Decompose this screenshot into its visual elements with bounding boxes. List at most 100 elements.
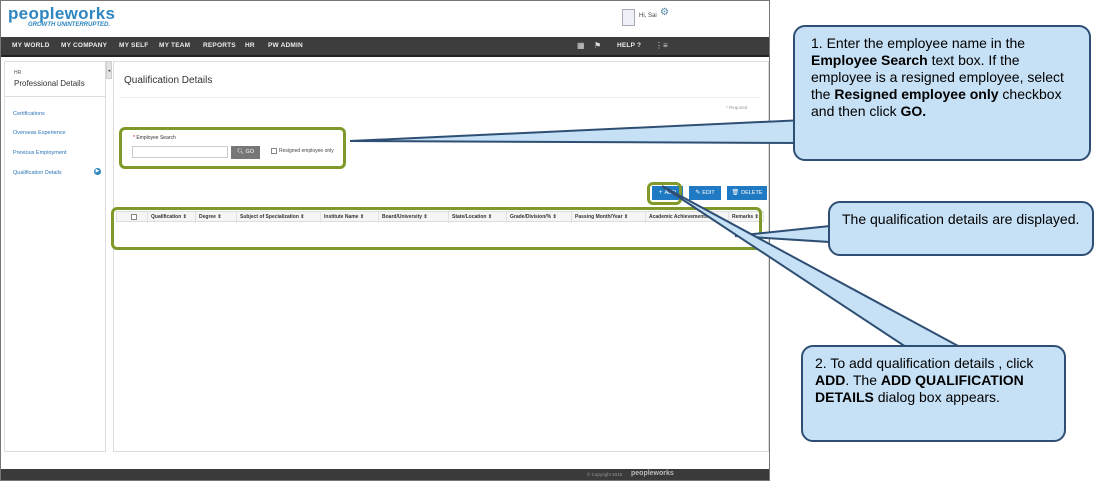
callout-text: text box. If the employee is a resigned …	[811, 52, 1064, 102]
callout-emphasis: ADD QUALIFICATION DETAILS	[815, 372, 1024, 405]
nav-my-company[interactable]: MY COMPANY	[61, 42, 108, 49]
flag-icon[interactable]: ⚑	[594, 41, 602, 50]
edit-button[interactable]: ✎EDIT	[689, 186, 721, 200]
column-header-passing-month-year[interactable]: Passing Month/Year ⇕	[571, 212, 645, 223]
sidebar-item-certifications[interactable]: Certifications	[13, 111, 45, 117]
pencil-icon: ✎	[695, 190, 701, 196]
callout-emphasis: Resigned employee only	[834, 86, 999, 102]
top-bar: peopleworks GROWTH UNINTERRUPTED. Hi, Sa…	[1, 1, 769, 37]
calendar-icon[interactable]: ▦	[577, 41, 585, 50]
nav-my-team[interactable]: MY TEAM	[159, 42, 191, 49]
search-highlight-box	[119, 127, 346, 169]
go-button[interactable]: 🔍︎ GO	[231, 146, 260, 159]
callout-text: dialog box appears.	[873, 389, 1000, 405]
callout-text: Enter the employee name in the	[822, 35, 1026, 51]
title-divider	[120, 97, 760, 98]
nav-reports[interactable]: REPORTS	[203, 42, 236, 49]
column-header-state-location[interactable]: State/Location ⇕	[448, 212, 506, 223]
sort-icon: ⇕	[300, 214, 305, 220]
nav-my-world[interactable]: MY WORLD	[12, 42, 50, 49]
column-header-subject-of-specialization[interactable]: Subject of Specialization ⇕	[236, 212, 320, 223]
sort-icon: ⇕	[623, 214, 629, 220]
search-icon: 🔍︎	[236, 149, 244, 155]
sidebar: HR Professional Details Certifications O…	[4, 61, 106, 452]
column-header-label: Institute Name	[324, 214, 359, 220]
user-greeting[interactable]: Hi, Sai	[639, 13, 657, 19]
user-avatar[interactable]	[622, 9, 635, 26]
add-highlight-box	[647, 182, 682, 205]
column-header-grade-division[interactable]: Grade/Division/% ⇕	[506, 212, 571, 223]
employee-search-label-text: Employee Search	[136, 135, 176, 141]
footer-copyright: © Copyright 2016	[587, 472, 623, 477]
grid-highlight-box	[111, 207, 762, 250]
add-button[interactable]: +ADD	[652, 186, 683, 200]
column-header-label: Academic Achievements	[649, 214, 708, 220]
callout-text: To add qualification details , click	[826, 355, 1034, 371]
callout-step-number: 2.	[815, 355, 827, 371]
column-header-label: Degree	[199, 214, 216, 220]
column-header-board-university[interactable]: Board/University ⇕	[378, 212, 448, 223]
settings-gear-icon[interactable]: ⚙	[660, 7, 669, 18]
nav-my-self[interactable]: MY SELF	[119, 42, 149, 49]
nav-hr[interactable]: HR	[245, 42, 255, 49]
column-header-label: Subject of Specialization	[240, 214, 299, 220]
plus-icon: +	[658, 190, 663, 196]
callout-text: checkbox and then click	[811, 86, 1062, 119]
sort-icon: ⇕	[423, 214, 428, 220]
sort-icon: ⇕	[754, 214, 759, 220]
sort-icon: ⇕	[487, 214, 493, 220]
callout-emphasis: ADD	[815, 372, 846, 388]
sort-icon: ⇕	[359, 214, 365, 220]
nav-help[interactable]: HELP ?	[617, 37, 641, 55]
column-header-label: Qualification	[151, 214, 182, 220]
required-note: * Required	[726, 105, 748, 110]
footer-logo: peopleworks	[631, 470, 674, 477]
column-header-remarks[interactable]: Remarks ⇕	[728, 212, 765, 223]
peopleworks-logo[interactable]: peopleworks GROWTH UNINTERRUPTED.	[8, 4, 115, 28]
nav-pw-admin[interactable]: PW ADMIN	[268, 42, 303, 49]
logo-text: peopleworks	[8, 4, 116, 23]
sidebar-divider	[5, 96, 105, 97]
employee-search-input[interactable]	[132, 146, 228, 158]
grid-info-callout: The qualification details are displayed.	[828, 201, 1094, 256]
sitemap-icon[interactable]: ⋮≡	[655, 41, 668, 50]
sort-icon: ⇕	[182, 214, 187, 220]
help-icon: ?	[637, 42, 642, 49]
required-star: *	[133, 135, 135, 141]
employee-search-label: * Employee Search	[133, 135, 176, 141]
qualification-grid-header: Qualification ⇕ Degree ⇕ Subject of Spec…	[116, 211, 765, 223]
main-navbar: MY WORLD MY COMPANY MY SELF MY TEAM REPO…	[1, 37, 769, 57]
sidebar-item-previous-employment[interactable]: Previous Employment	[13, 150, 67, 156]
footer: © Copyright 2016 peopleworks	[1, 469, 769, 480]
sort-icon: ⇕	[552, 214, 557, 220]
column-header-degree[interactable]: Degree ⇕	[195, 212, 236, 223]
sidebar-item-qualification-details[interactable]: Qualification Details	[13, 170, 62, 176]
go-label: GO	[245, 149, 255, 155]
delete-label: DELETE	[741, 190, 763, 196]
resigned-employee-checkbox[interactable]	[271, 148, 277, 154]
help-label: HELP	[617, 42, 636, 49]
active-arrow-icon: ▶	[94, 168, 101, 175]
column-header-label: Passing Month/Year	[575, 214, 623, 220]
sort-icon: ⇕	[217, 214, 222, 220]
sidebar-item-overseas-experience[interactable]: Overseas Experience	[13, 130, 66, 136]
delete-button[interactable]: 🗑︎DELETE	[727, 186, 767, 200]
add-instruction-callout: 2. To add qualification details , click …	[801, 345, 1066, 442]
callout-emphasis: Employee Search	[811, 52, 928, 68]
callout-text: The qualification details are displayed.	[842, 211, 1080, 227]
sidebar-collapse-handle[interactable]: ◂	[106, 61, 112, 79]
select-all-checkbox[interactable]	[131, 214, 137, 220]
search-instruction-callout: 1. Enter the employee name in the Employ…	[793, 25, 1091, 161]
sidebar-title: Professional Details	[14, 79, 85, 88]
column-header-qualification[interactable]: Qualification ⇕	[147, 212, 195, 223]
search-callout-pointer	[349, 118, 805, 145]
callout-step-number: 1.	[811, 35, 823, 51]
add-label: ADD	[664, 190, 677, 196]
column-header-label: Remarks	[732, 214, 754, 220]
column-header-institute-name[interactable]: Institute Name ⇕	[320, 212, 378, 223]
callout-text: . The	[845, 372, 881, 388]
logo-tagline: GROWTH UNINTERRUPTED.	[28, 22, 110, 28]
edit-label: EDIT	[702, 190, 715, 196]
column-header-label: Board/University	[382, 214, 423, 220]
column-header-label: State/Location	[452, 214, 487, 220]
